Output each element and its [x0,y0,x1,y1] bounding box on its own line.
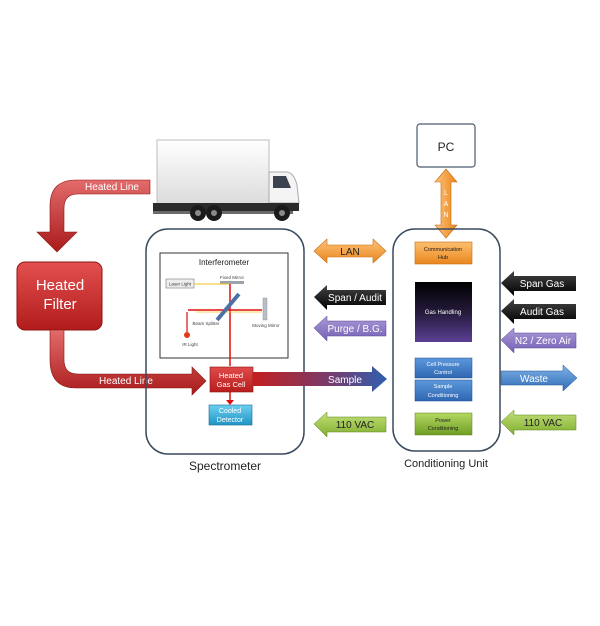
beam-splitter-label: Beam Splitter [192,321,220,326]
truck-icon [153,139,300,221]
pc-label: PC [438,140,455,154]
communication-hub-label-2: Hub [438,255,448,261]
spectrometer-frame [145,228,305,455]
power-conditioning-label-1: Power [435,418,451,424]
heated-line-top-label: Heated Line [85,182,139,193]
purge-bg-label: Purge / B.G. [327,324,382,335]
fixed-mirror-label: Fixed Mirror [220,275,245,280]
fixed-mirror [220,281,244,284]
heated-line-top-arrow [36,179,151,253]
sample-arrow [253,366,387,392]
power-conditioning-label-2: Conditioning [428,426,459,432]
conditioning-unit-frame [392,228,501,452]
n2-zero-air-arrow [500,327,577,354]
heated-filter-label-1: Heated [36,277,84,294]
span-gas-arrow [501,271,576,296]
heated-filter-label-2: Filter [43,296,76,313]
moving-mirror-label: Moving Mirror [252,323,280,328]
span-audit-label: Span / Audit [328,293,382,304]
heated-gas-cell-label-2: Gas Cell [217,380,246,389]
audit-gas-arrow [501,299,576,324]
lan-label: LAN [340,247,359,258]
gas-handling-label: Gas Handling [425,310,461,316]
gas-handling [415,282,472,342]
moving-mirror [262,297,268,321]
waste-label: Waste [520,374,548,385]
lan-vertical-a: A [444,201,449,208]
cooled-detector [208,404,253,426]
lan-vertical-arrow [434,168,458,239]
span-audit-arrow [314,285,386,310]
interferometer-title: Interferometer [199,258,250,267]
vac-left-arrow [313,411,387,438]
vac-right-arrow [500,409,577,436]
sample-label: Sample [328,375,362,386]
sample-conditioning [414,379,473,402]
n2-zero-air-label: N2 / Zero Air [515,336,572,347]
conditioning-unit-label: Conditioning Unit [404,458,488,470]
lan-double-arrow [313,238,387,264]
sample-conditioning-label-1: Sample [434,384,453,390]
spectrometer-label: Spectrometer [189,459,261,473]
span-gas-label: Span Gas [520,279,564,290]
cell-pressure-control [414,357,473,379]
heated-line-bottom-arrow [49,329,207,396]
power-conditioning [414,412,473,436]
cell-pressure-control-label-2: Control [434,370,452,376]
vac-left-label: 110 VAC [336,420,375,431]
cell-pressure-control-label-1: Cell Pressure [426,362,459,368]
heated-gas-cell-label-1: Heated [219,371,243,380]
lan-vertical-n: N [443,212,448,219]
communication-hub [414,241,473,265]
beam-splitter [215,292,241,322]
interferometer-box [159,252,289,359]
sample-conditioning-label-2: Conditioning [428,393,459,399]
cooled-detector-label-2: Detector [217,417,244,424]
communication-hub-label-1: Communication [424,247,462,253]
vac-right-label: 110 VAC [524,418,563,429]
ir-light-label: IR Light [182,342,198,347]
cooled-detector-label-1: Cooled [219,408,241,415]
purge-bg-arrow [313,315,387,342]
heated-line-bottom-label: Heated Line [99,376,153,387]
lan-vertical-l: L [444,190,448,197]
audit-gas-label: Audit Gas [520,307,564,318]
pc-box [416,123,476,168]
laser-light-label: Laser Light [169,282,192,287]
waste-arrow [500,364,578,392]
ir-light-source [184,332,190,338]
